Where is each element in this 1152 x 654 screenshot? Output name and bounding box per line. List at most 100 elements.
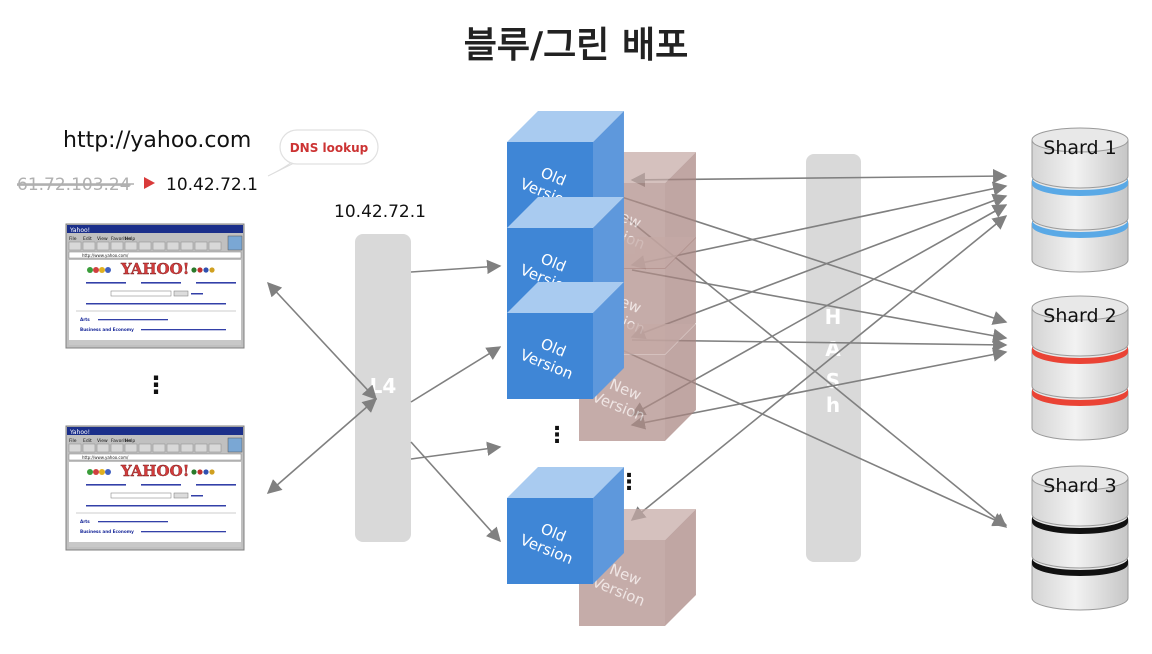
browser-address-bar: [68, 251, 242, 259]
new-cube-ellipsis: ⋮: [618, 470, 640, 495]
browser-toolbar-button: [208, 241, 222, 251]
browser-toolbar-button: [82, 241, 96, 251]
browser-title-text: Yahoo!: [69, 429, 90, 436]
browser-toolbar-button: [124, 443, 138, 453]
shard-label: Shard 1: [1043, 137, 1116, 159]
browser-menu-item: Edit: [83, 236, 92, 242]
browser-content: [69, 462, 241, 547]
yahoo-decor-icon: [197, 469, 203, 475]
yahoo-decor-icon: [203, 469, 209, 475]
shard-color-band: [1032, 516, 1128, 534]
browser-title-bar: [67, 427, 243, 435]
browser-address-text: http://www.yahoo.com/: [82, 253, 129, 258]
browser-menu-item: File: [69, 236, 77, 242]
browser-toolbar-button: [208, 443, 222, 453]
cube-front-face: [507, 498, 593, 584]
cube-top-face: [507, 467, 624, 498]
hash-letter-1: H: [825, 305, 842, 329]
yahoo-logo: YAHOO!: [120, 462, 189, 480]
browser-toolbar-button: [152, 443, 166, 453]
shard-disk-top: [1031, 127, 1129, 153]
yahoo-search-button: [173, 290, 189, 297]
yahoo-decor-icon: [93, 267, 99, 273]
arrow-l4-old-ellipsis: [410, 441, 502, 460]
browser-menu-item: Favorites: [111, 236, 132, 242]
cube-front-face: [507, 313, 593, 399]
browser-toolbar-button: [124, 241, 138, 251]
yahoo-decor-icon: [203, 267, 209, 273]
cube-top-face: [507, 197, 624, 228]
shard-disk-top: [1031, 295, 1129, 321]
yahoo-link-line: [141, 329, 226, 331]
browser-toolbar-button: [194, 241, 208, 251]
browser-toolbar-button: [180, 443, 194, 453]
arrow-browser1-l4: [267, 281, 377, 401]
yahoo-link-line: [196, 282, 236, 284]
shard-3: Shard 3: [1031, 465, 1129, 611]
browser-toolbar-button: [138, 241, 152, 251]
browser-title-bar: [67, 225, 243, 233]
shard-1: Shard 1: [1031, 127, 1129, 273]
browser-toolbar-button: [152, 241, 166, 251]
browser-toolbar-button: [194, 443, 208, 453]
yahoo-link-line: [141, 531, 226, 533]
shard-color-band: [1032, 388, 1128, 406]
yahoo-decor-icon: [209, 267, 215, 273]
arrow-l4-old-cube-4: [410, 441, 501, 543]
shard-disk-body: [1031, 139, 1129, 189]
dns-old-ip: 61.72.103.24: [17, 175, 131, 195]
arrow-browser2-l4: [266, 398, 378, 494]
cube-side-face: [593, 282, 624, 399]
browser-menu-item: File: [69, 438, 77, 444]
arrow-cube5-shard1: [630, 215, 1008, 521]
dns-new-ip: 10.42.72.1: [166, 175, 258, 195]
yahoo-link-line: [86, 484, 126, 486]
version-cubes: NewVersionNewVersionNewVersionNewVersion…: [507, 111, 696, 626]
yahoo-decor-icon: [191, 267, 197, 273]
cube-side-face: [665, 509, 696, 626]
yahoo-decor-icon: [197, 267, 203, 273]
browser-menu-item: Favorites: [111, 438, 132, 444]
cube-top-face: [507, 111, 624, 142]
cube-side-face: [665, 324, 696, 441]
browser-toolbar-button: [68, 241, 82, 251]
shard-disk-body: [1031, 307, 1129, 357]
arrow-l4-old-cube-1: [410, 259, 502, 275]
page-title: 블루/그린 배포: [464, 25, 688, 66]
l4-label: L4: [370, 374, 397, 398]
cube-top-face: [507, 282, 624, 313]
yahoo-decor-icon: [87, 469, 93, 475]
browser-toolbar-button: [96, 443, 110, 453]
browser-menu-item: Help: [125, 236, 135, 242]
yahoo-search-field: [110, 492, 172, 499]
yahoo-category-link: Business and Economy: [80, 529, 134, 534]
yahoo-link-line: [191, 495, 203, 497]
dns-play-arrow-icon: [144, 177, 155, 189]
browser-menu-item: Help: [125, 438, 135, 444]
browser-toolbar-button: [138, 443, 152, 453]
yahoo-search-button: [173, 492, 189, 499]
browser-toolbar-button: [110, 241, 124, 251]
yahoo-link-line: [196, 484, 236, 486]
yahoo-link-line: [191, 293, 203, 295]
yahoo-decor-icon: [105, 469, 111, 475]
dns-url: http://yahoo.com: [63, 128, 251, 153]
shard-color-band: [1032, 178, 1128, 196]
dns-lookup-bubble: DNS lookup: [267, 129, 379, 177]
browser-logo-icon: [227, 235, 243, 251]
shard-disk-body: [1031, 477, 1129, 527]
shard-label: Shard 3: [1043, 475, 1116, 497]
yahoo-category-link: Arts: [80, 317, 90, 322]
browser-toolbar-button: [68, 443, 82, 453]
cube-side-face: [593, 467, 624, 584]
yahoo-link-line: [98, 319, 168, 321]
browser-toolbar-button: [166, 443, 180, 453]
browser-status-bar: [69, 340, 241, 345]
yahoo-link-line: [86, 282, 126, 284]
browser-menu-item: View: [97, 236, 108, 242]
yahoo-link-line: [141, 282, 181, 284]
yahoo-link-line: [141, 484, 181, 486]
